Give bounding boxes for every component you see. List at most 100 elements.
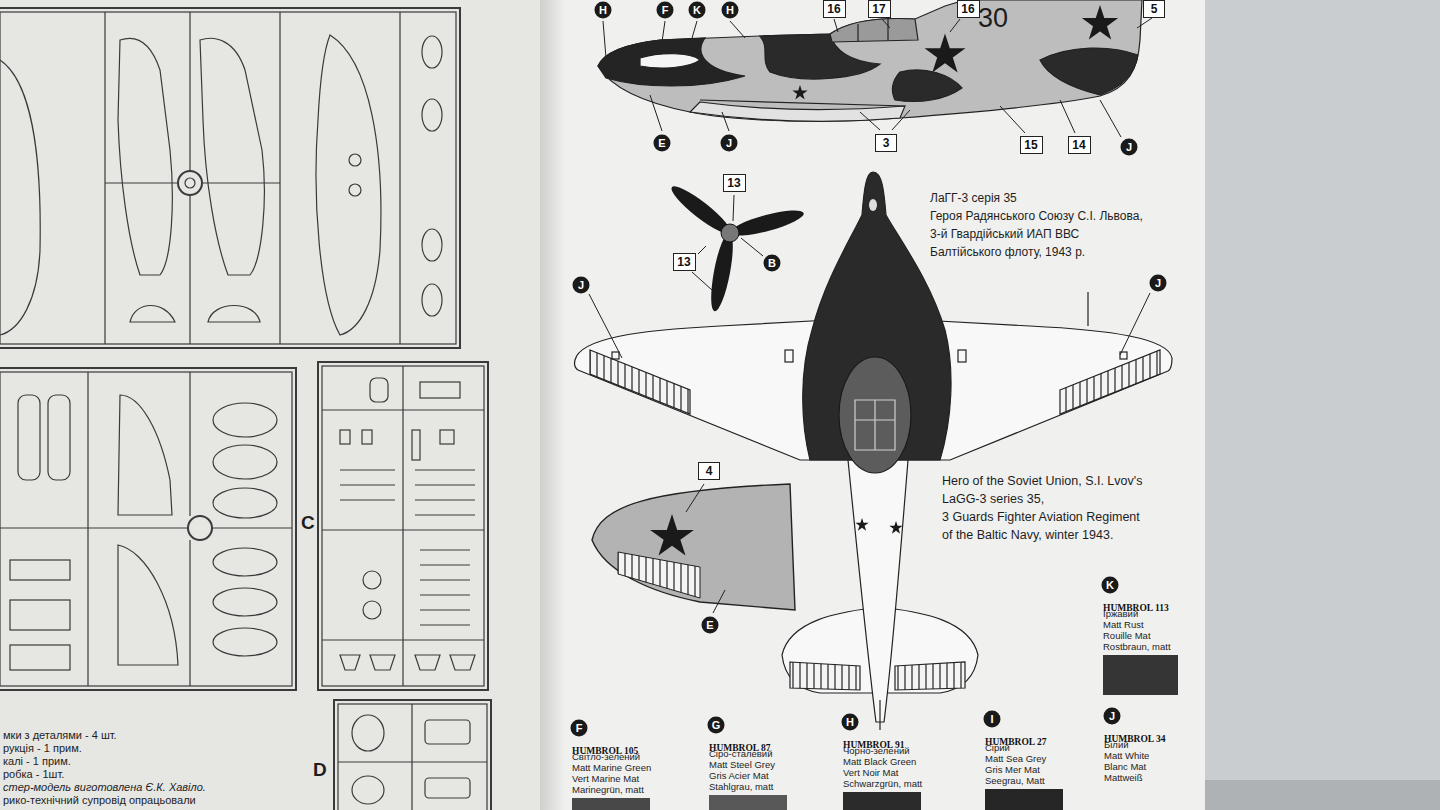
sprue-frame — [334, 700, 491, 810]
sprue-frame — [340, 430, 350, 444]
aircraft-side-profile — [830, 18, 918, 42]
leader-line — [692, 272, 712, 290]
aircraft-top-view — [879, 700, 880, 730]
callout-letter: J — [720, 134, 738, 152]
callout-text: 3 — [883, 137, 890, 149]
callout-number: 17 — [868, 0, 891, 18]
sprue-frame — [322, 366, 484, 686]
aircraft-top-view — [958, 350, 966, 362]
paint-name: Matt Black Green — [843, 757, 916, 767]
callout-letter: E — [701, 616, 719, 634]
paint-name: Mattweiß — [1104, 773, 1143, 783]
paint-swatch — [843, 792, 921, 810]
callout-number: 13 — [673, 253, 696, 271]
callout-text: 17 — [872, 3, 885, 15]
leader-line — [1100, 100, 1121, 137]
sprue-frame — [334, 700, 491, 810]
callout-text: H — [599, 5, 607, 16]
callout-circle — [1150, 275, 1167, 292]
callout-text: B — [768, 258, 776, 269]
sprue-frame — [363, 601, 381, 619]
caption-line: ЛаГГ-3 серія 35 — [930, 192, 1017, 205]
paint-code: HUMBROL 27 — [985, 737, 1047, 747]
callout-circle — [654, 135, 671, 152]
aircraft-side-profile — [640, 54, 700, 68]
sprue-frame — [420, 382, 460, 398]
sprue-frame — [338, 704, 487, 810]
sprue-frame — [0, 60, 40, 335]
callout-text: E — [706, 620, 713, 631]
sprue-frame — [440, 430, 454, 444]
sprue-frame — [213, 548, 277, 576]
legend-entry: HUMBROL 34 — [1104, 728, 1166, 746]
callout-text: I — [990, 714, 993, 725]
callout-text: G — [712, 720, 721, 731]
sprue-frame — [420, 550, 470, 625]
propeller-drawing — [667, 181, 806, 313]
propeller-drawing — [721, 224, 739, 242]
paint-name: Gris Acier Mat — [709, 771, 769, 781]
aircraft-top-view — [612, 352, 619, 359]
callout-circle — [1104, 708, 1121, 725]
sprue-frame — [316, 35, 381, 335]
sprue-frame — [422, 229, 442, 261]
sprue-frame — [185, 178, 195, 188]
leader-line — [882, 19, 890, 28]
leader-line — [860, 112, 880, 130]
paint-swatch — [572, 798, 650, 810]
paint-name: Schwarzgrün, matt — [843, 779, 922, 789]
sprue-frame — [422, 284, 442, 316]
sprue-frame — [10, 645, 70, 670]
callout-circle — [702, 617, 719, 634]
sprue-frame — [340, 655, 475, 670]
sprue-frame — [349, 154, 361, 166]
leader-line — [1060, 100, 1075, 133]
callout-text: 13 — [677, 256, 690, 268]
aircraft-side-profile — [1040, 48, 1138, 95]
legend-entry: HUMBROL 105 — [572, 740, 638, 758]
leader-line — [589, 294, 622, 358]
legend-entry: HUMBROL 113 — [1103, 597, 1169, 615]
aircraft-top-view — [1060, 350, 1160, 414]
sprue-frame — [213, 628, 277, 656]
legend-entry: HUMBROL 27 — [985, 731, 1047, 749]
sprue-frame — [48, 395, 70, 480]
sprue-frame — [422, 36, 442, 68]
callout-circle — [764, 255, 781, 272]
callout-letter: H — [721, 1, 739, 19]
aircraft-side-profile — [792, 85, 807, 99]
callout-circle — [657, 2, 674, 19]
aircraft-top-view — [839, 357, 911, 473]
callout-number: 15 — [1020, 136, 1043, 154]
sprue-frame — [422, 99, 442, 131]
callout-text: F — [576, 723, 583, 734]
sprue-frame — [362, 430, 372, 444]
callout-letter: J — [572, 276, 590, 294]
page-ground — [540, 0, 566, 810]
callout-text: 13 — [727, 177, 740, 189]
callout-letter: B — [763, 254, 781, 272]
caption-line: Hero of the Soviet Union, S.I. Lvov's — [942, 475, 1142, 489]
sprue-frame — [0, 368, 296, 690]
legend-entry: HUMBROL 91 — [843, 734, 905, 752]
callout-number: 5 — [1143, 0, 1165, 18]
aircraft-side-profile — [598, 38, 745, 86]
callout-circle — [573, 277, 590, 294]
sprue-frame — [178, 171, 202, 195]
sprue-frame — [10, 560, 70, 580]
sprue-frame — [370, 378, 388, 402]
sprue-frame — [352, 715, 384, 751]
aircraft-top-view — [855, 518, 868, 531]
sprue-frame — [0, 372, 292, 686]
callout-text: J — [1109, 711, 1115, 722]
sprue-letter: C — [301, 513, 315, 534]
caption-line: of the Baltic Navy, winter 1943. — [942, 529, 1113, 543]
sprue-frame — [363, 571, 381, 589]
leader-line — [730, 21, 745, 38]
sprue-frame — [0, 372, 292, 686]
sprue-frame — [188, 516, 212, 540]
aircraft-side-profile — [1085, 8, 1115, 37]
caption-line: LaGG-3 series 35, — [942, 493, 1044, 507]
sprue-frame — [318, 362, 488, 690]
